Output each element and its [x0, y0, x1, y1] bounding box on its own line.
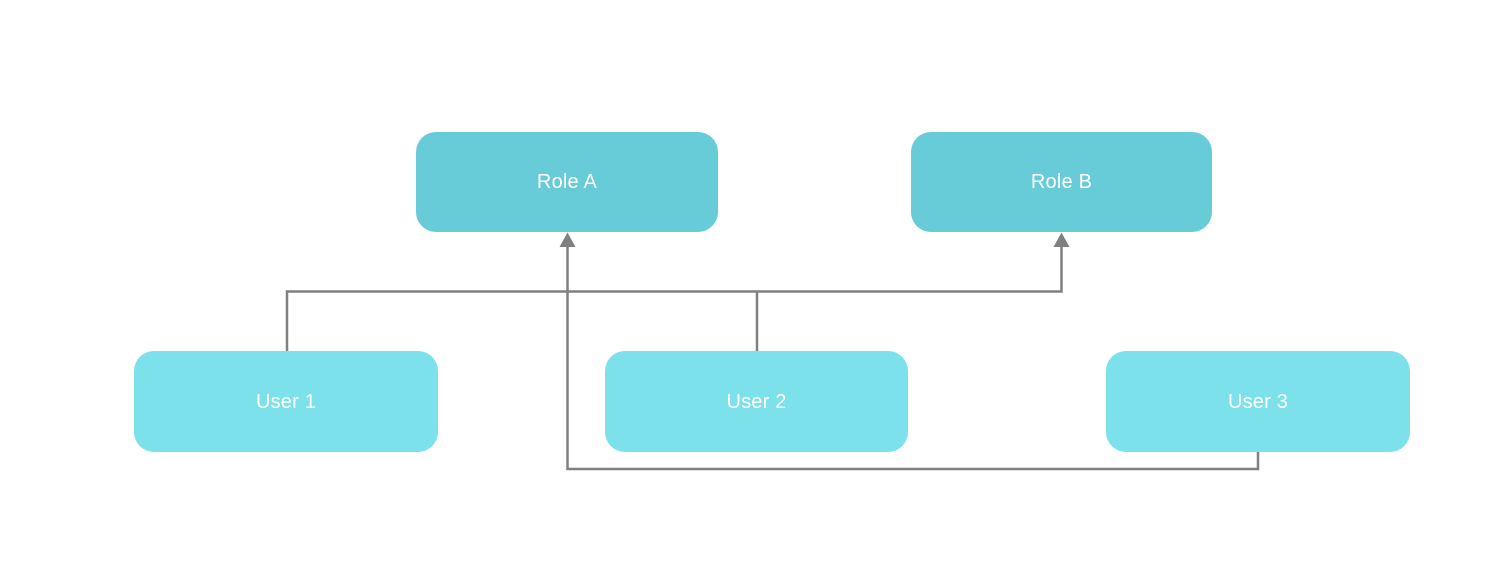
node-user-2: User 2: [605, 351, 908, 452]
edge-user1-to-roleB-line: [285, 246, 1063, 352]
node-user-2-label: User 2: [726, 390, 787, 413]
arrowhead-roleA-icon: [559, 232, 576, 247]
arrowhead-roleB-icon: [1053, 232, 1070, 247]
node-user-1-label: User 1: [255, 390, 317, 413]
node-user-3: User 3: [1106, 351, 1410, 452]
edge-user1-to-roleB: [285, 232, 1070, 352]
node-user-3-label: User 3: [1227, 390, 1289, 413]
node-role-b-label: Role B: [1030, 171, 1093, 193]
edge-user3-to-roleA: [559, 232, 1260, 471]
edge-user3-to-roleA-line: [566, 246, 1260, 471]
node-user-1: User 1: [134, 351, 438, 452]
node-role-b: Role B: [911, 132, 1212, 232]
node-role-a-label: Role A: [536, 171, 598, 193]
node-role-a: Role A: [416, 132, 718, 232]
